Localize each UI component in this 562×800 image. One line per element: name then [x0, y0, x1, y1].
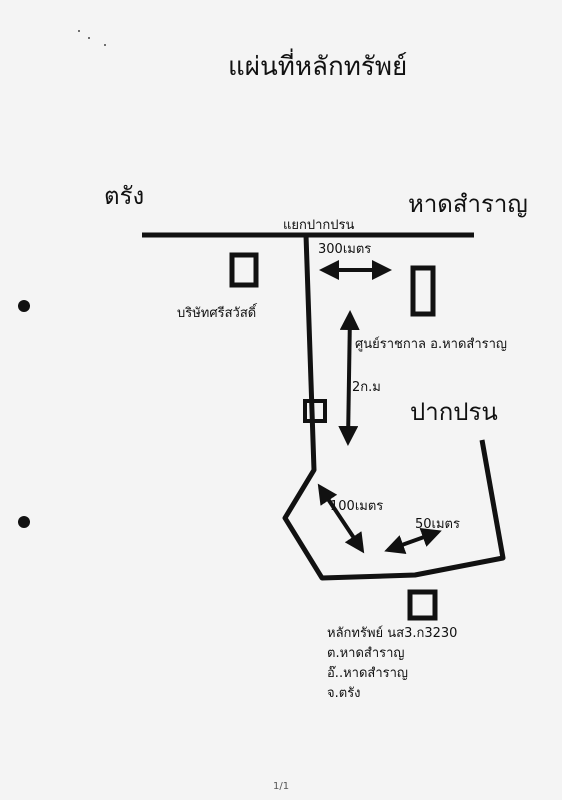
- page-number: 1/1: [273, 781, 290, 792]
- property-building-icon: [407, 589, 438, 621]
- speck: [78, 30, 80, 32]
- property-subdistrict: ต.หาดสำราญ: [327, 646, 405, 661]
- speck: [88, 37, 90, 39]
- junction-label: แยกปากปรน: [283, 218, 355, 233]
- district-center-building-icon: [410, 265, 436, 317]
- place-label-pak-pron: ปากปรน: [410, 398, 498, 426]
- arrow-2km: [338, 310, 360, 446]
- property-title-deed: หลักทรัพย์ นส3.ก3230: [327, 626, 458, 641]
- property-province: จ.ตรัง: [327, 686, 361, 701]
- punch-hole-icon: [18, 300, 30, 312]
- distance-2km-label: 2ก.ม: [352, 380, 381, 395]
- distance-300m-label: 300เมตร: [318, 242, 372, 257]
- side-road: [282, 234, 506, 581]
- property-district: อ๊..หาดสำราญ: [327, 666, 408, 681]
- road-marker-icon: [303, 399, 327, 423]
- punch-hole-icon: [18, 516, 30, 528]
- distance-50m-label: 50เมตร: [415, 517, 460, 532]
- place-label-hat-samran: หาดสำราญ: [408, 190, 528, 218]
- place-label-trang: ตรัง: [104, 182, 145, 210]
- map-title: แผ่นที่หลักทรัพย์: [228, 52, 408, 82]
- speck: [104, 44, 106, 46]
- arrow-50m: [384, 528, 442, 554]
- distance-100m-label: 100เมตร: [330, 499, 384, 514]
- company-label: บริษัทศรีสวัสดิ์: [177, 306, 257, 321]
- property-info: หลักทรัพย์ นส3.ก3230 ต.หาดสำราญ อ๊..หาดส…: [327, 624, 457, 704]
- company-building-icon: [229, 252, 259, 288]
- district-center-label: ศูนย์ราชกาล อ.หาดสำราญ: [355, 337, 507, 352]
- arrow-100m: [317, 483, 365, 554]
